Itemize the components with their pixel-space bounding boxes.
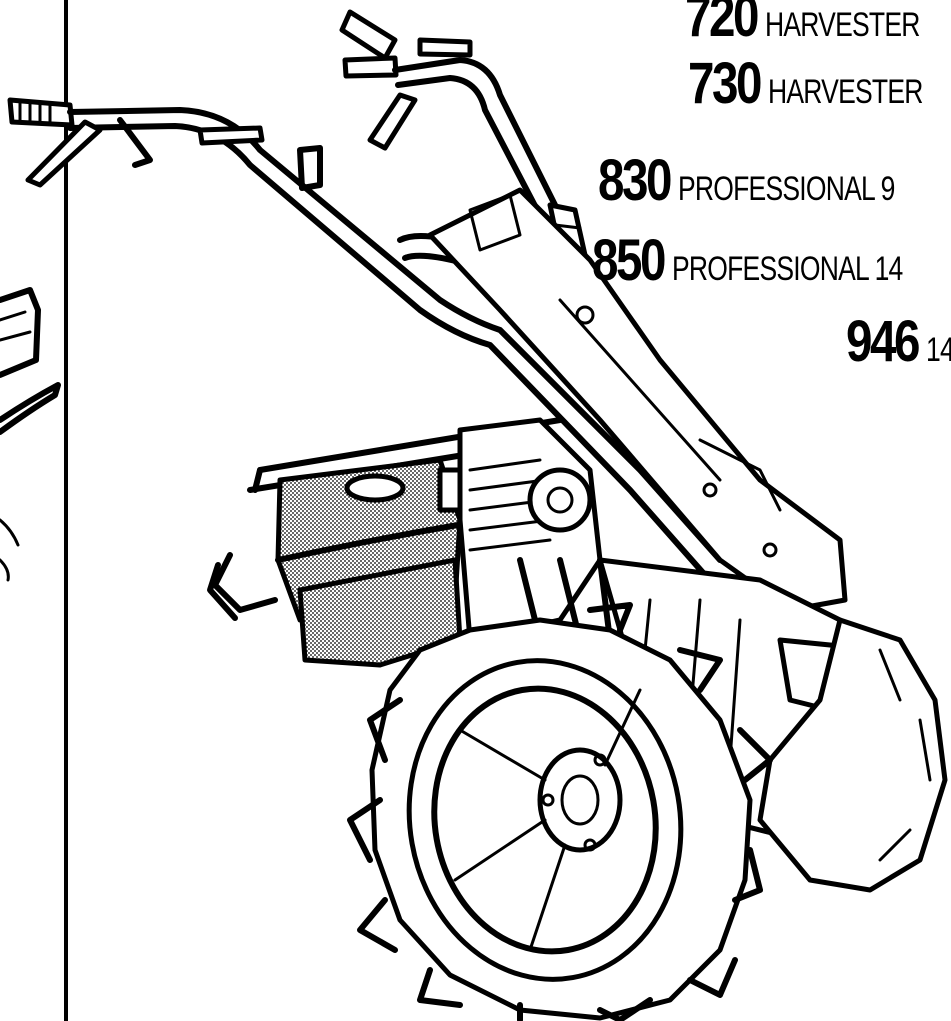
model-name: HARVESTER bbox=[767, 73, 923, 111]
model-number: 946 bbox=[846, 309, 920, 374]
engine bbox=[457, 417, 613, 643]
model-name: PROFESSIONAL 14 bbox=[671, 250, 903, 288]
model-number: 730 bbox=[688, 51, 762, 116]
model-name: PROFESSIONAL 9 bbox=[677, 170, 895, 208]
model-name: 14 bbox=[925, 331, 951, 369]
column-divider bbox=[64, 0, 68, 1021]
model-number: 720 bbox=[685, 0, 759, 49]
rear-wheel bbox=[757, 617, 948, 893]
left-figure-fragment bbox=[0, 287, 61, 582]
model-name: HARVESTER bbox=[764, 6, 920, 44]
model-number: 830 bbox=[598, 148, 672, 213]
model-number: 850 bbox=[592, 228, 666, 293]
front-wheel bbox=[347, 602, 773, 1021]
fuel-tank bbox=[275, 457, 463, 668]
main-beam bbox=[427, 187, 848, 613]
